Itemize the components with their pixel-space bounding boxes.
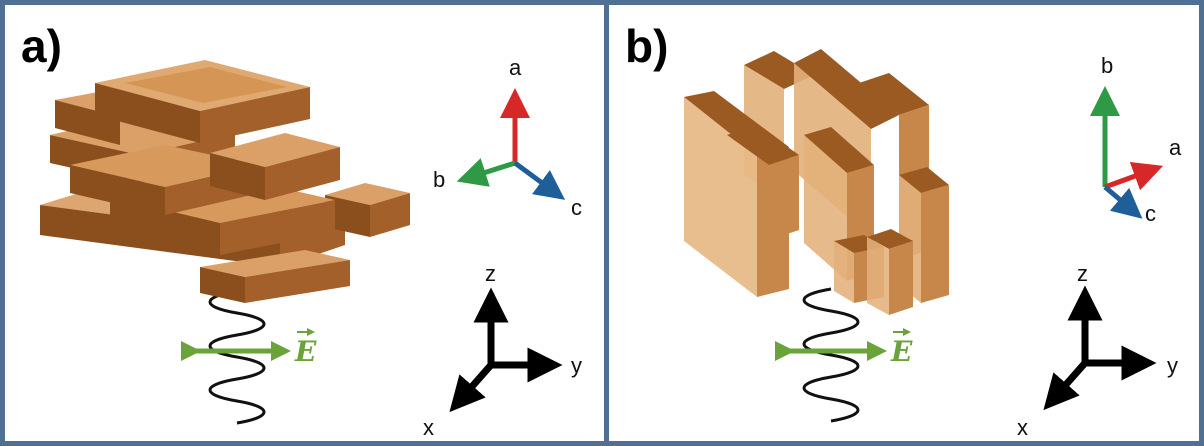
crystal-axes-b: b a c: [1090, 53, 1182, 226]
crystal-axis-label-down-right: c: [571, 195, 582, 220]
panel-b: b a c z y x E b): [604, 0, 1204, 446]
panel-a: a b c z y x E a): [0, 0, 609, 446]
lab-axis-label-right: y: [571, 353, 582, 378]
crystal-axis-label-left: b: [433, 167, 445, 192]
panel-label-b: b): [625, 20, 669, 72]
crystal-axes-a: a b c: [433, 55, 582, 220]
field-arrow-b: E: [775, 328, 913, 368]
crystal-axis-label-down-right: c: [1145, 201, 1156, 226]
lab-axis-label-down-left: x: [1017, 415, 1028, 440]
field-arrow-a: E: [181, 328, 317, 368]
panel-b-figure: b a c z y x E: [684, 49, 1182, 440]
lab-axis-label-up: z: [1077, 261, 1088, 286]
field-label: E: [294, 335, 317, 368]
crystal-axis-label-up: a: [509, 55, 522, 80]
crystal-stack-a: [40, 60, 410, 303]
crystal-stack-b: [684, 49, 949, 315]
panel-a-figure: a b c z y x E: [40, 55, 582, 440]
wave-a: [208, 289, 266, 425]
lab-axes-a: z y x: [423, 261, 582, 440]
wave-b: [802, 287, 860, 423]
lab-axis-label-right: y: [1167, 353, 1178, 378]
crystal-axis-label-up: b: [1101, 53, 1113, 78]
field-label: E: [890, 335, 913, 368]
lab-axis-label-up: z: [485, 261, 496, 286]
crystal-axis-label-right: a: [1169, 135, 1182, 160]
panel-label-a: a): [21, 20, 62, 72]
lab-axes-b: z y x: [1017, 261, 1178, 440]
lab-axis-label-down-left: x: [423, 415, 434, 440]
